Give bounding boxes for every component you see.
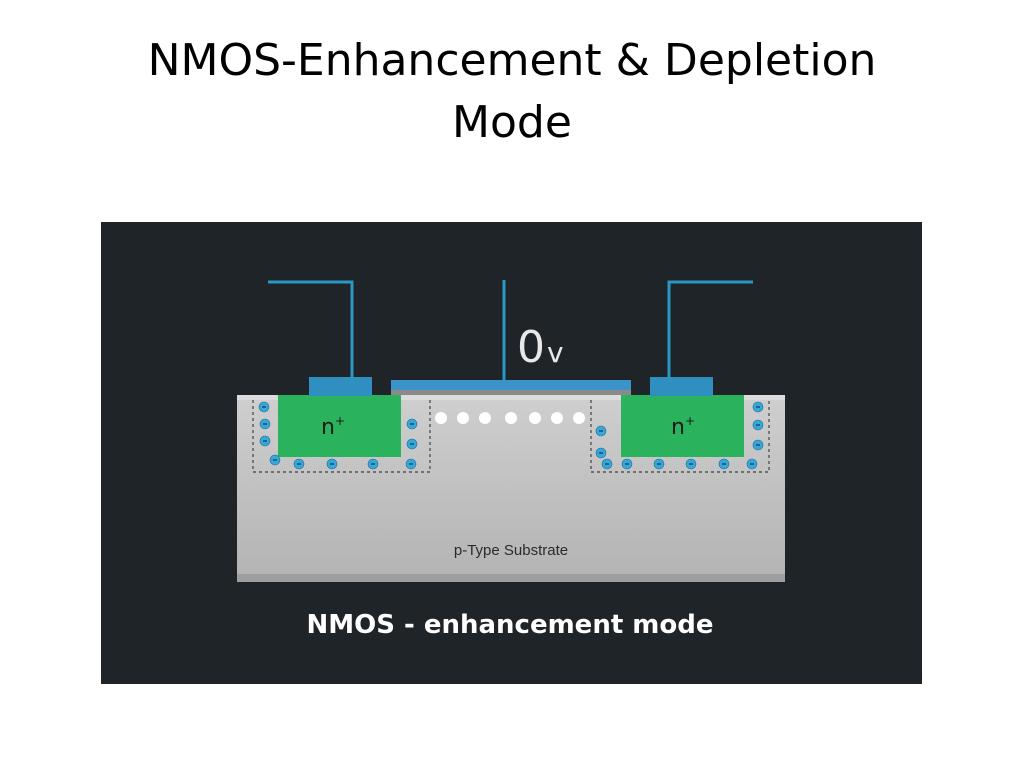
nmos-diagram: n+ n+ 0v <box>101 222 922 684</box>
ion-minus-signs <box>262 406 760 465</box>
electron <box>479 412 491 424</box>
electron <box>551 412 563 424</box>
depletion-region-left <box>252 400 431 473</box>
substrate-label: p-Type Substrate <box>454 542 568 559</box>
slide-title-line-2: Mode <box>452 97 572 148</box>
channel-electrons <box>435 412 585 424</box>
gate-voltage-label: 0v <box>517 322 564 373</box>
electron <box>435 412 447 424</box>
source-contact <box>309 377 372 396</box>
slide-title-line-1: NMOS-Enhancement & Depletion <box>147 35 877 86</box>
source-label: n+ <box>321 414 345 440</box>
electron <box>457 412 469 424</box>
electron <box>505 412 517 424</box>
slide-title: NMOS-Enhancement & Depletion Mode <box>0 30 1024 154</box>
drain-wire <box>667 280 753 378</box>
electron <box>529 412 541 424</box>
n-plus-source <box>278 395 401 457</box>
depletion-region-right <box>590 400 770 473</box>
drain-label: n+ <box>671 414 695 440</box>
drain-contact <box>650 377 713 396</box>
gate-oxide <box>391 389 631 395</box>
diagram-caption: NMOS - enhancement mode <box>306 610 713 640</box>
electron <box>573 412 585 424</box>
source-wire <box>268 280 354 378</box>
gate-electrode <box>391 380 631 390</box>
n-plus-drain <box>621 395 744 457</box>
